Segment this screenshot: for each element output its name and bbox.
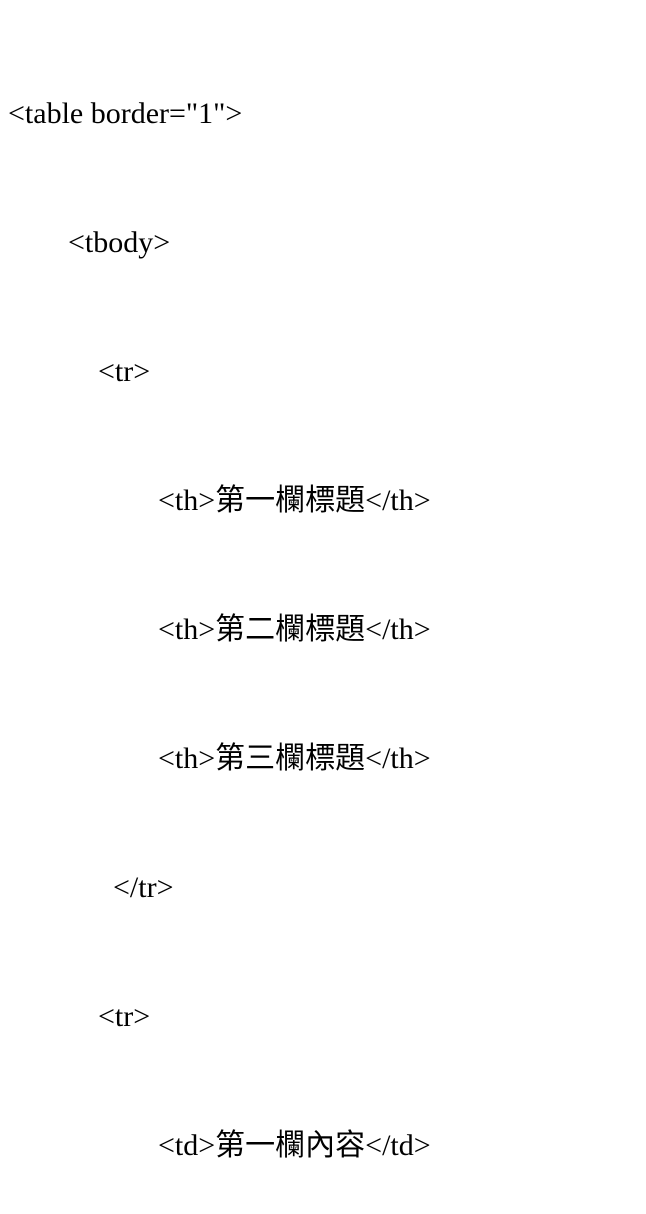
code-line-tr-open-2: <tr>	[8, 1000, 151, 1033]
code-line-table-open: <table border="1">	[8, 97, 243, 130]
code-line-tbody-open: <tbody>	[8, 226, 171, 259]
code-line-tr-open-1: <tr>	[8, 355, 151, 388]
code-line-th-2: <th>第二欄標題</th>	[8, 613, 431, 646]
code-line-th-1: <th>第一欄標題</th>	[8, 484, 431, 517]
code-block: <table border="1"> <tbody> <tr> <th>第一欄標…	[8, 97, 431, 1162]
code-line-tr-close-1: </tr>	[8, 871, 174, 904]
code-line-td-1: <td>第一欄內容</td>	[8, 1129, 431, 1162]
code-line-th-3: <th>第三欄標題</th>	[8, 742, 431, 775]
